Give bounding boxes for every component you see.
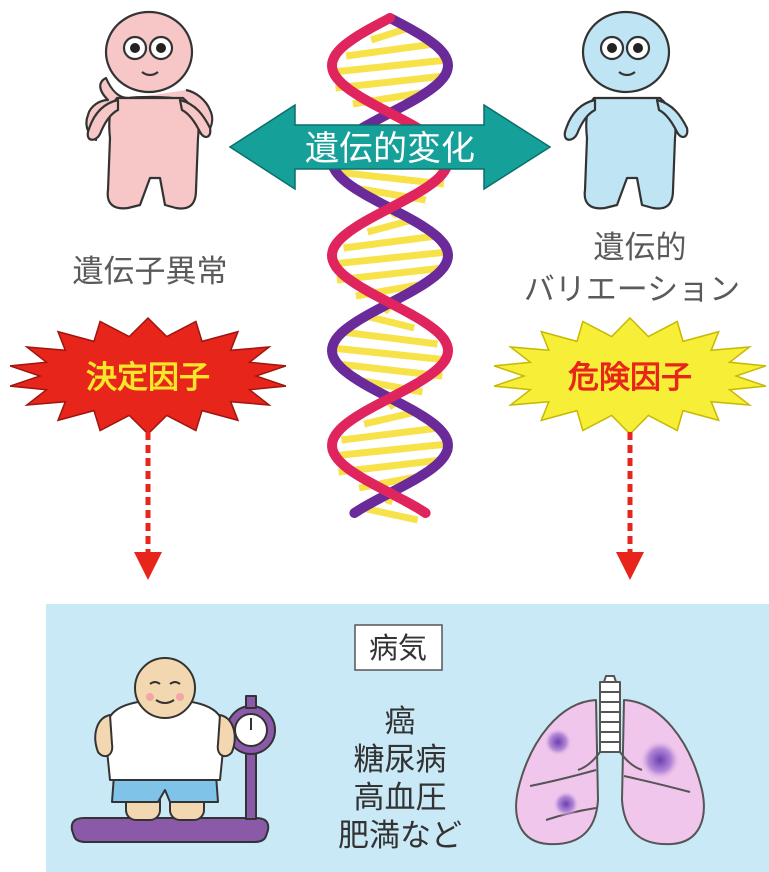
dna-rung <box>364 412 416 424</box>
dna-rung <box>332 348 448 360</box>
dna-rung <box>346 44 434 56</box>
blue-person-icon <box>565 12 688 208</box>
left-factor: 決定因子 <box>86 360 210 396</box>
yellow-burst: 危険因子 <box>494 318 766 434</box>
pink-person-icon <box>86 12 212 208</box>
disease-item: 肥満など <box>338 818 462 854</box>
dna-rung <box>333 60 447 72</box>
disease-item: 糖尿病 <box>354 742 447 778</box>
right-factor: 危険因子 <box>568 360 692 396</box>
dna-helix-icon <box>332 18 448 520</box>
arrow-label: 遺伝的変化 <box>305 129 475 169</box>
left-label: 遺伝子異常 <box>73 254 228 290</box>
dna-rung <box>362 508 417 520</box>
dna-rung <box>332 252 447 264</box>
disease-item: 癌 <box>385 704 416 740</box>
dna-rung <box>341 428 438 440</box>
right-dotted-arrow <box>616 432 644 580</box>
dna-rung <box>332 444 448 456</box>
right-label-line1: 遺伝的 <box>594 230 687 266</box>
left-dotted-arrow <box>134 432 162 580</box>
dna-rung <box>343 332 438 344</box>
dna-rung <box>344 236 437 248</box>
disease-item: 高血圧 <box>354 780 447 816</box>
red-burst: 決定因子 <box>10 318 286 434</box>
disease-title: 病気 <box>369 631 427 665</box>
right-label-line2: バリエーション <box>524 272 740 308</box>
dna-rung <box>366 316 414 328</box>
